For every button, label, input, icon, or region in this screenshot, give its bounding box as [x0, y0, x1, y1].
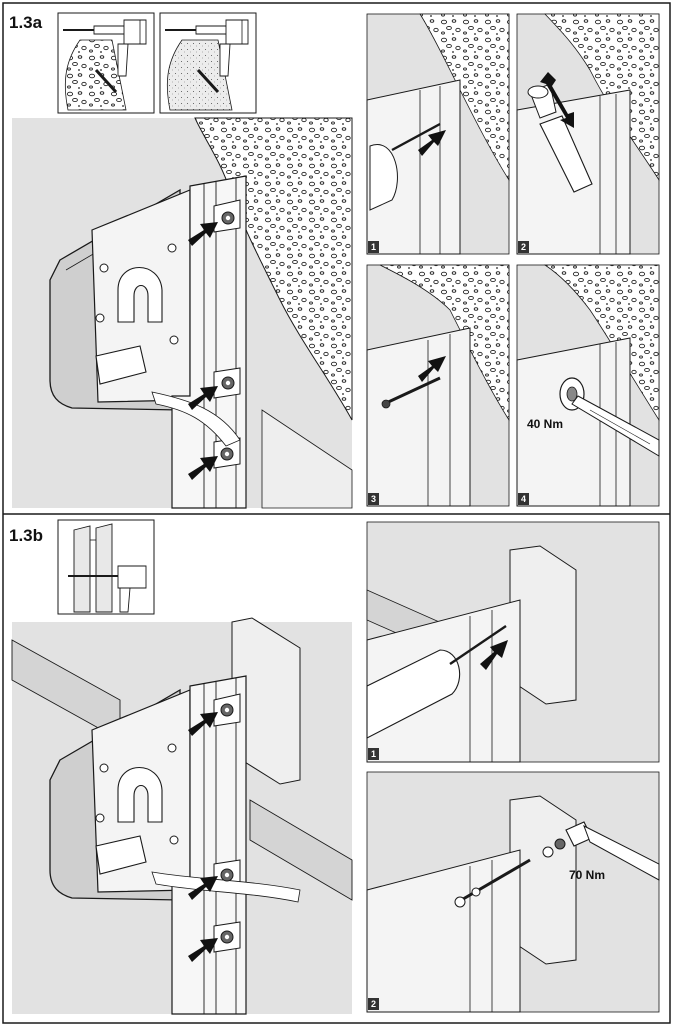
step-number: 3	[371, 494, 376, 504]
bolt-icon	[220, 868, 234, 882]
step-panel-3	[366, 264, 510, 507]
step-panel-2	[366, 771, 660, 1013]
arrow-icon	[188, 222, 218, 246]
main-illustration-wall-mount	[12, 117, 353, 509]
step-number-badge	[368, 493, 379, 505]
step-panel-1	[366, 521, 660, 763]
brick-wall-icon	[159, 12, 257, 114]
steel-beam-icon	[57, 519, 155, 615]
torque-label: 40 Nm	[527, 417, 563, 431]
section-label: 1.3b	[9, 526, 43, 545]
section-1-3a: 1.3a	[9, 12, 660, 509]
arrow-icon	[188, 456, 218, 480]
step-number-badge	[518, 493, 529, 505]
arrow-icon	[188, 938, 218, 962]
bolt-icon	[220, 703, 234, 717]
concrete-wall-icon	[57, 12, 155, 114]
step-panel-1	[366, 13, 510, 255]
step-number: 1	[371, 749, 376, 759]
double-arrow-icon	[540, 72, 574, 128]
arrow-icon	[188, 386, 218, 410]
step-panel-2	[516, 13, 660, 255]
section-1-3b: 1.3b	[9, 519, 660, 1015]
arrow-icon	[188, 712, 218, 736]
anchor-bolt-icon	[221, 211, 235, 225]
step-number-badge	[518, 241, 529, 253]
anchor-bolt-icon	[221, 376, 235, 390]
step-number-badge	[368, 241, 379, 253]
step-number: 1	[371, 242, 376, 252]
step-panel-4	[516, 264, 660, 507]
step-number-badge	[368, 748, 379, 760]
step-number: 2	[371, 999, 376, 1009]
main-illustration-steel-mount	[11, 617, 353, 1015]
anchor-bolt-icon	[220, 447, 234, 461]
step-number-badge	[368, 998, 379, 1010]
arrow-icon	[480, 640, 508, 670]
step-number: 4	[521, 494, 526, 504]
arrow-icon	[418, 356, 446, 382]
section-label: 1.3a	[9, 13, 43, 32]
arrow-icon	[418, 130, 446, 156]
torque-label: 70 Nm	[569, 868, 605, 882]
bolt-icon	[220, 930, 234, 944]
step-number: 2	[521, 242, 526, 252]
arrow-icon	[188, 876, 218, 900]
